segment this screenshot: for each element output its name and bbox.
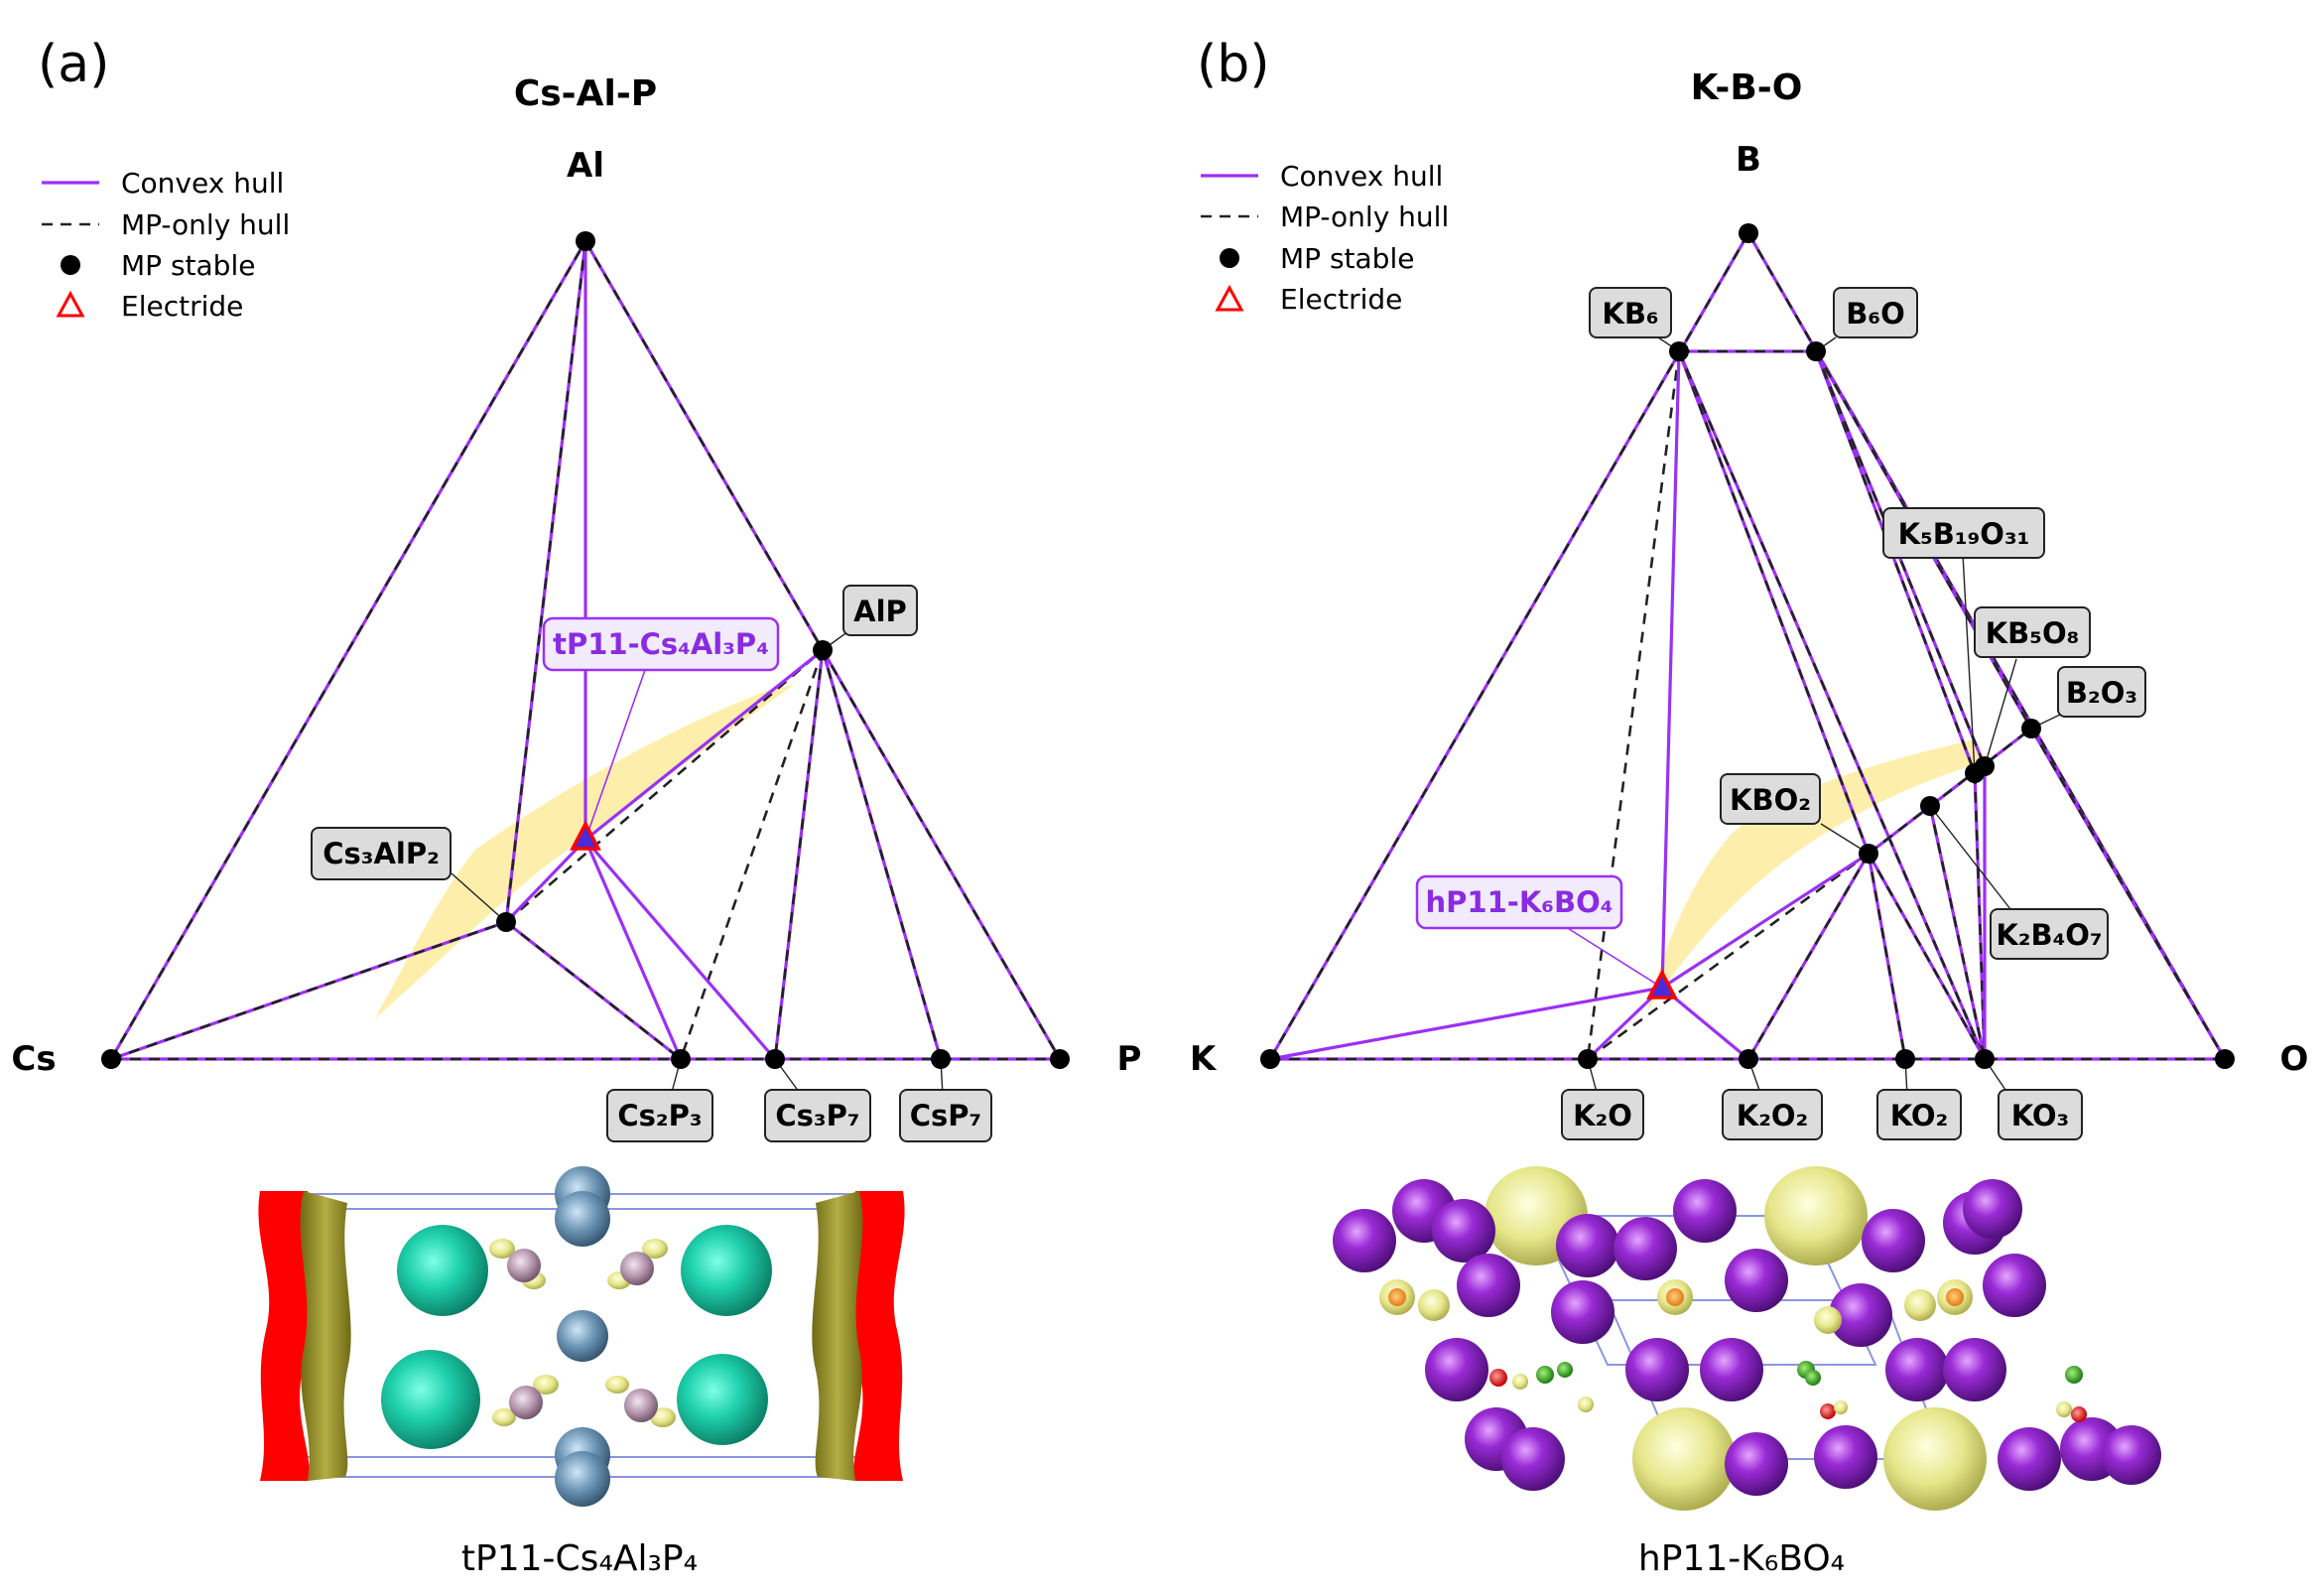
- svg-text:Cs₃P₇: Cs₃P₇: [775, 1099, 859, 1132]
- phase-label-kb5o8: KB₅O₈: [1974, 606, 2091, 658]
- legend-mp-stable-label: MP stable: [121, 249, 255, 282]
- phase-label-k2o2: K₂O₂: [1722, 1089, 1823, 1140]
- phase-label-b6o: B₆O: [1833, 287, 1918, 338]
- panel-a-stable-points: [101, 231, 1070, 1069]
- electride-label-cs4al3p4: tP11-Cs₄Al₃P₄: [542, 616, 780, 672]
- vertex-k: K: [1190, 1039, 1218, 1079]
- vertex-o: O: [2280, 1039, 2309, 1079]
- svg-text:K₅B₁₉O₃₁: K₅B₁₉O₃₁: [1898, 517, 2030, 551]
- svg-text:Cs₃AlP₂: Cs₃AlP₂: [323, 837, 440, 870]
- panel-b-stable-points: [1260, 223, 2235, 1069]
- svg-text:B₂O₃: B₂O₃: [2066, 676, 2137, 710]
- svg-text:K₂O₂: K₂O₂: [1737, 1099, 1809, 1132]
- svg-text:AlP: AlP: [853, 595, 907, 628]
- panel-a-letter: (a): [38, 35, 109, 94]
- svg-text:B₆O: B₆O: [1846, 297, 1904, 331]
- svg-text:Cs₂P₃: Cs₂P₃: [617, 1099, 702, 1132]
- svg-text:hP11-K₆BO₄: hP11-K₆BO₄: [1426, 885, 1614, 919]
- legend-convex-hull-label: Convex hull: [121, 167, 284, 200]
- phase-label-alp: AlP: [842, 585, 918, 636]
- svg-text:KB₅O₈: KB₅O₈: [1986, 616, 2080, 650]
- legend-b-mp-hull-label: MP-only hull: [1280, 200, 1449, 233]
- phase-label-cs3alp2: Cs₃AlP₂: [311, 827, 452, 880]
- legend-b-convex-hull-label: Convex hull: [1280, 160, 1443, 193]
- phase-label-k2b4o7: K₂B₄O₇: [1990, 908, 2109, 960]
- phase-label-ko3: KO₃: [1998, 1089, 2083, 1140]
- phase-label-ko2: KO₂: [1876, 1089, 1962, 1140]
- legend-mp-hull-label: MP-only hull: [121, 208, 290, 241]
- phase-label-k2o: K₂O: [1561, 1089, 1644, 1140]
- panel-a-title: Cs-Al-P: [514, 73, 657, 114]
- svg-text:K₂O: K₂O: [1573, 1099, 1632, 1132]
- vertex-p: P: [1117, 1039, 1142, 1079]
- svg-text:K₂B₄O₇: K₂B₄O₇: [1996, 918, 2102, 952]
- legend-electride-label: Electride: [121, 290, 243, 323]
- panel-b-letter: (b): [1197, 35, 1270, 94]
- legend-electride-marker: [56, 290, 85, 318]
- phase-label-k5b19o31: K₅B₁₉O₃₁: [1882, 507, 2045, 559]
- crystal-structure-b: [1333, 1166, 2161, 1511]
- legend-b-electride-label: Electride: [1280, 283, 1402, 316]
- vertex-cs: Cs: [11, 1039, 56, 1079]
- legend-b-mp-stable-marker: [1220, 248, 1239, 268]
- legend-b-mp-stable-label: MP stable: [1280, 242, 1414, 275]
- svg-text:tP11-Cs₄Al₃P₄: tP11-Cs₄Al₃P₄: [553, 627, 769, 661]
- panel-b: (b) K-B-O Convex hull MP-only hull MP st…: [1190, 35, 2309, 1579]
- phase-label-cs3p7: Cs₃P₇: [764, 1089, 871, 1142]
- vertex-al: Al: [567, 146, 604, 186]
- phase-label-kbo2: KBO₂: [1720, 773, 1821, 825]
- crystal-structure-a: [258, 1166, 905, 1507]
- panel-a-legend: Convex hull MP-only hull MP stable Elect…: [42, 167, 290, 323]
- svg-text:CsP₇: CsP₇: [910, 1099, 982, 1132]
- caption-a: tP11-Cs₄Al₃P₄: [461, 1538, 698, 1579]
- caption-b: hP11-K₆BO₄: [1638, 1538, 1845, 1579]
- phase-label-b2o3: B₂O₃: [2057, 666, 2146, 718]
- panel-b-electride-marker: [1646, 969, 1678, 999]
- panel-b-legend: Convex hull MP-only hull MP stable Elect…: [1201, 160, 1449, 316]
- phase-label-csp7: CsP₇: [899, 1089, 992, 1142]
- phase-label-kb6: KB₆: [1589, 287, 1672, 338]
- svg-text:KO₂: KO₂: [1890, 1099, 1949, 1132]
- vertex-b: B: [1736, 140, 1761, 180]
- svg-text:KO₃: KO₃: [2011, 1099, 2070, 1132]
- phase-label-cs2p3: Cs₂P₃: [606, 1089, 713, 1142]
- panel-a: (a) Cs-Al-P Convex hull MP-only hull MP …: [11, 35, 1141, 1579]
- svg-text:KBO₂: KBO₂: [1730, 783, 1811, 817]
- legend-mp-stable-marker: [61, 255, 80, 275]
- electride-label-k6bo4: hP11-K₆BO₄: [1415, 874, 1623, 930]
- legend-b-electride-marker: [1215, 284, 1244, 312]
- svg-text:KB₆: KB₆: [1602, 297, 1658, 331]
- panel-a-electride-marker: [570, 820, 601, 851]
- panel-b-title: K-B-O: [1691, 67, 1803, 108]
